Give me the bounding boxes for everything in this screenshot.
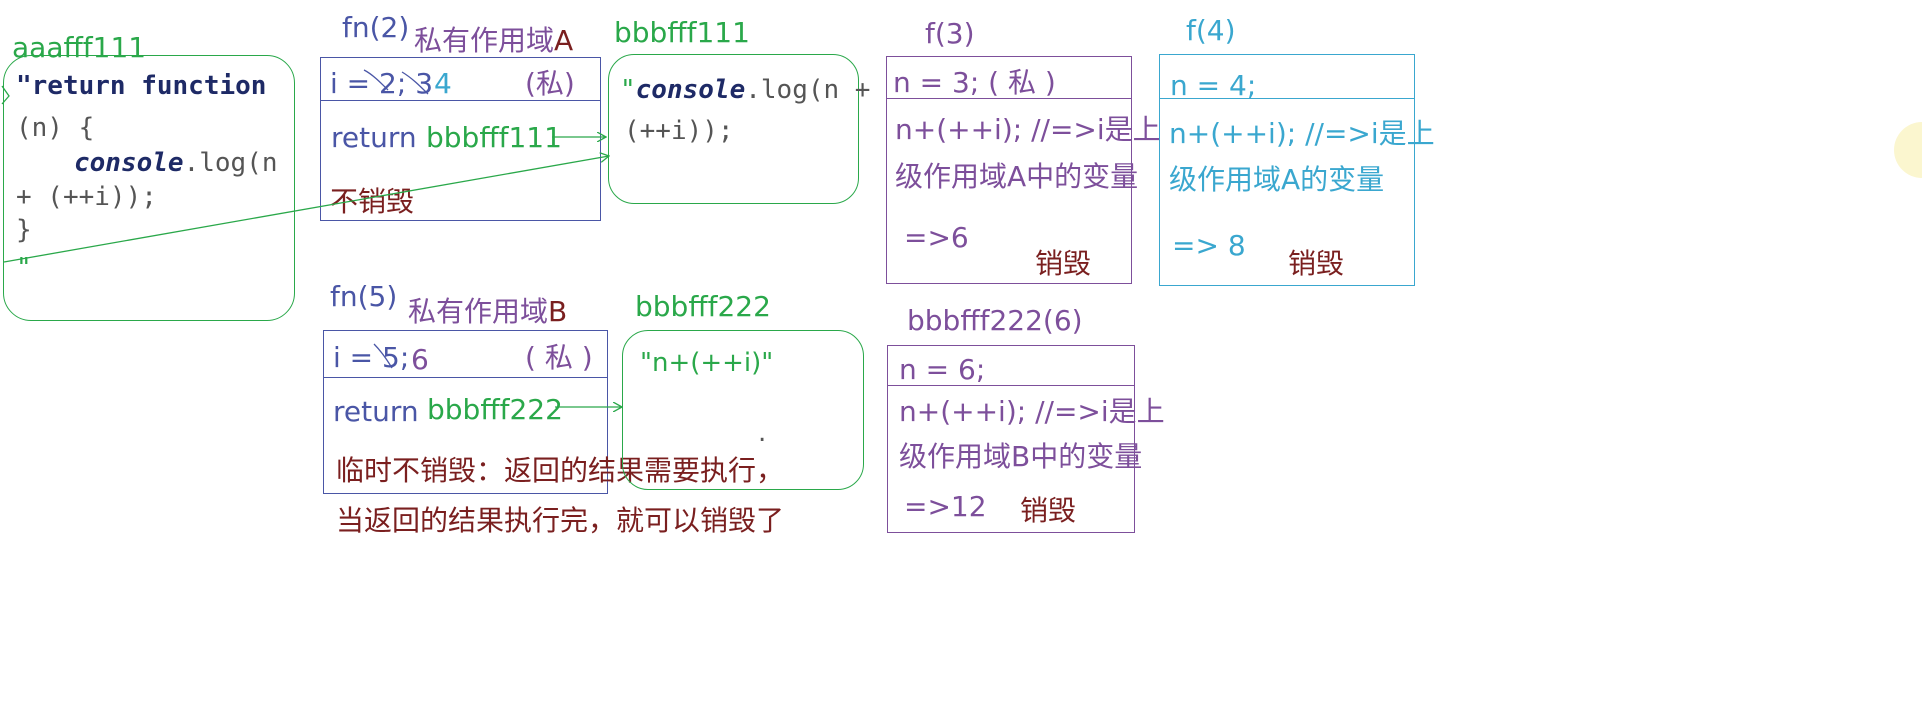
scope-b-note2: 当返回的结果执行完，就可以销毁了 [336,504,785,537]
scope-a-return-ref: bbbfff111 [426,121,562,154]
f4-label: f(4) [1186,14,1236,47]
heap-a-console: console [74,148,184,178]
f3-result: =>6 [904,221,969,254]
f3-destroy: 销毁 [1035,247,1092,280]
f4-var-line: n = 4; [1170,69,1257,102]
scope-b-private: ( 私 ) [525,341,593,374]
heap-a-line5: } [16,215,32,245]
heap-b1-console: console [635,75,746,105]
heap-a-log: .log(n [183,148,278,178]
scope-b-divider [323,377,608,378]
scope-a-var-new: 4 [434,67,452,100]
scope-a-title-letter: A [554,24,574,57]
scope-a-return-kw: return [331,121,417,154]
scope-a-divider [320,100,601,101]
heap-b2-label: bbbfff222 [635,290,771,323]
f3-label: f(3) [925,17,975,50]
b222call-box [887,345,1135,533]
heap-a-label: aaafff111 [12,31,147,64]
scope-a-private: (私) [525,67,575,100]
b222call-var-line: n = 6; [899,353,986,386]
b222call-label: bbbfff222(6) [907,304,1083,337]
heap-a-line3: console.log(n [74,150,278,176]
scope-b-title: 私有作用域B [408,298,567,326]
heap-b2-line1: "n+(++i)" [640,348,774,378]
scope-b-title-letter: B [548,295,568,328]
f3-expr2: 级作用域A中的变量 [895,160,1139,193]
heap-b1-label: bbbfff111 [614,16,750,49]
f3-divider [886,98,1132,99]
f3-box [886,56,1132,284]
heap-b2-dot: . [758,418,767,448]
scope-a-title-text: 私有作用域 [414,24,555,57]
scope-b-title-text: 私有作用域 [408,295,549,328]
heap-a-line4: + (++i)); [16,182,157,212]
scope-b-var-line: i = 5; [333,341,410,374]
scope-b-box [323,330,608,494]
f4-destroy: 销毁 [1288,247,1345,280]
heap-b1-quote: " [620,75,636,105]
scope-a-title: 私有作用域A [414,27,573,55]
b222call-result: =>12 [904,490,987,523]
scope-b-return-ref: bbbfff222 [427,393,563,426]
heap-b1-line2: (++i)); [624,116,734,146]
scope-b-var-new: 6 [411,343,429,376]
f4-expr: n+(++i); //=>i是上 [1169,117,1435,150]
yellow-blob [1894,122,1922,178]
b222call-destroy: 销毁 [1020,494,1077,527]
b222call-expr2: 级作用域B中的变量 [899,440,1143,473]
heap-b1-log: .log(n + [745,75,871,105]
f4-result: => 8 [1172,229,1246,262]
scope-a-note: 不销毁 [330,185,415,218]
f3-var-line: n = 3; ( 私 ) [893,66,1056,99]
b222call-expr: n+(++i); //=>i是上 [899,395,1165,428]
scope-a-call-label: fn(2) [342,11,410,44]
scope-a-var-line: i = 2; 3 [330,67,434,100]
heap-b1-line1: "console.log(n + [620,77,870,103]
heap-a-line2: (n) { [16,113,95,143]
f4-box [1159,54,1415,286]
scope-b-note1: 临时不销毁：返回的结果需要执行， [336,454,785,487]
heap-a-line1: "return function [16,71,267,101]
f4-expr2: 级作用域A的变量 [1169,163,1385,196]
scope-b-return-kw: return [333,395,419,428]
f4-divider [1159,98,1415,99]
scope-b-call-label: fn(5) [330,280,398,313]
b222call-divider [887,385,1135,386]
heap-a-line6: " [16,253,32,283]
f3-expr: n+(++i); //=>i是上 [895,113,1161,146]
heap-b1-box [608,54,859,204]
